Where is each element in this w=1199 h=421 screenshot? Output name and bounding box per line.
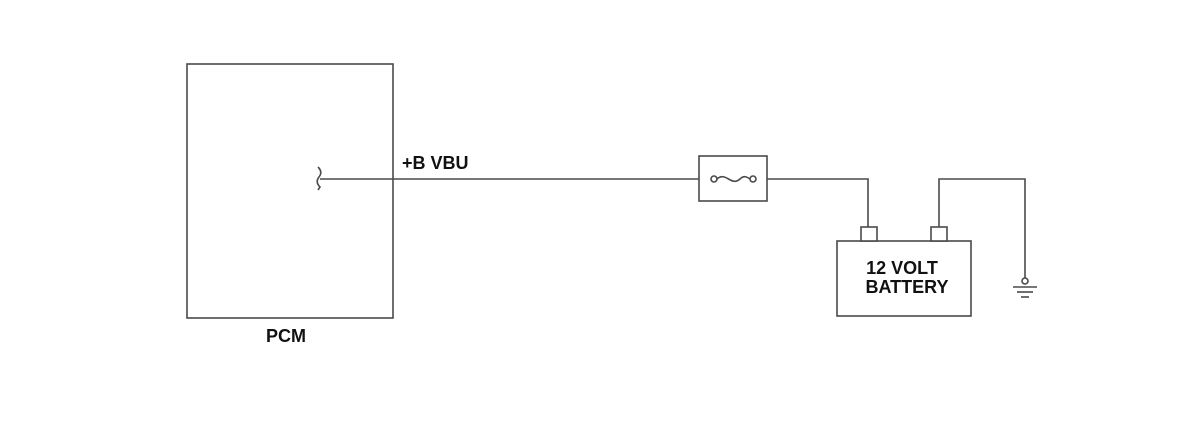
battery-label-line2: BATTERY bbox=[866, 277, 949, 297]
fuse-icon bbox=[698, 155, 768, 202]
battery-to-ground-wire bbox=[938, 178, 1026, 278]
connector-icon bbox=[316, 166, 322, 191]
ground-icon bbox=[1013, 277, 1037, 298]
battery-positive-terminal bbox=[860, 226, 878, 242]
battery-box bbox=[836, 240, 972, 317]
fuse-to-battery-wire bbox=[767, 178, 869, 227]
battery-negative-terminal bbox=[930, 226, 948, 242]
battery-label-line1: 12 VOLT bbox=[866, 258, 938, 278]
pcm-label: PCM bbox=[266, 326, 306, 346]
pcm-module-box bbox=[186, 63, 394, 319]
circuit-label: +B VBU bbox=[402, 153, 469, 173]
